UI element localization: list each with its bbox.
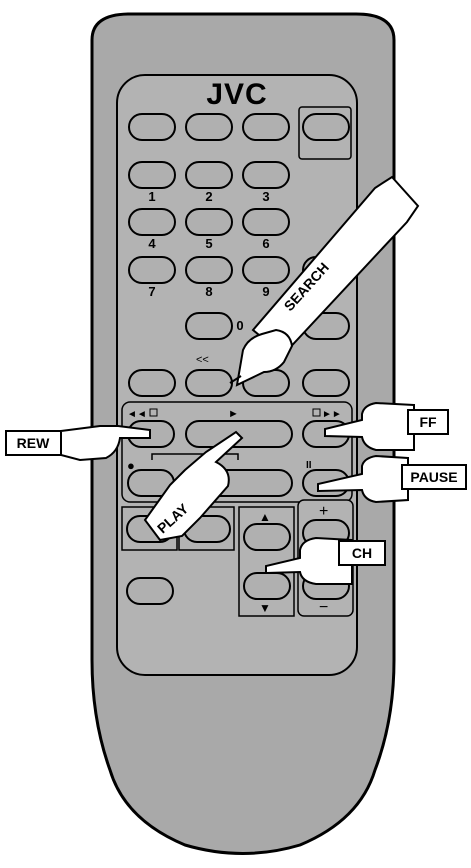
button-lower-3[interactable]: [126, 577, 174, 605]
pause-label: PAUSE: [410, 469, 457, 485]
button-top-1[interactable]: [128, 113, 176, 141]
search-callout: SEARCH: [229, 175, 420, 387]
pause-label-box: [401, 464, 467, 490]
rew-callout: REW: [5, 425, 151, 462]
ch-hand-icon: [265, 536, 353, 585]
play-symbol: ►: [228, 408, 239, 420]
digit-label-7: 7: [148, 284, 155, 299]
button-0[interactable]: [185, 312, 233, 340]
play-hand-icon: [143, 430, 244, 542]
button-down[interactable]: [243, 572, 291, 600]
up-arrow: ▲: [259, 510, 271, 524]
rew-label-box: [5, 430, 62, 456]
minus-symbol: −: [319, 599, 328, 616]
ff-hand-icon: [324, 401, 415, 451]
play-callout: PLAY: [143, 430, 244, 542]
ch-callout: CH: [265, 536, 386, 585]
digit-label-0: 0: [236, 318, 243, 333]
pause-callout: PAUSE: [317, 454, 467, 504]
button-search-rewind[interactable]: [185, 369, 233, 397]
down-arrow: ▼: [259, 601, 271, 615]
plus-symbol: +: [319, 503, 328, 520]
rewind-marks: <<: [196, 354, 209, 366]
button-top-2[interactable]: [185, 113, 233, 141]
record-symbol: ●: [127, 458, 135, 473]
digit-label-6: 6: [262, 236, 269, 251]
ch-label-box: [338, 540, 386, 566]
ff-label: FF: [419, 414, 437, 430]
button-7[interactable]: [128, 256, 176, 284]
rew-symbol: ◄◄: [127, 409, 147, 420]
digit-label-1: 1: [148, 189, 155, 204]
digit-label-9: 9: [262, 284, 269, 299]
pause-symbol: II: [306, 460, 312, 471]
button-2[interactable]: [185, 161, 233, 189]
button-power[interactable]: [302, 113, 350, 141]
record-bracket: [151, 453, 239, 460]
digit-label-2: 2: [205, 189, 212, 204]
ch-label: CH: [352, 545, 372, 561]
digit-label-3: 3: [262, 189, 269, 204]
digit-label-5: 5: [205, 236, 212, 251]
button-row6-1[interactable]: [128, 369, 176, 397]
digit-label-4: 4: [148, 236, 156, 251]
button-4[interactable]: [128, 208, 176, 236]
rew-mini-icon: [149, 408, 158, 417]
ff-mini-icon: [312, 408, 321, 417]
button-3[interactable]: [242, 161, 290, 189]
brand-logo: JVC: [206, 78, 267, 111]
ff-symbol: ►►: [322, 409, 342, 420]
button-9[interactable]: [242, 256, 290, 284]
button-row6-4[interactable]: [302, 369, 350, 397]
pause-hand-icon: [317, 454, 409, 504]
button-8[interactable]: [185, 256, 233, 284]
button-up[interactable]: [243, 523, 291, 551]
rew-label: REW: [17, 435, 50, 451]
button-1[interactable]: [128, 161, 176, 189]
search-pointer: [229, 375, 242, 384]
button-5[interactable]: [185, 208, 233, 236]
search-hand-icon: [235, 328, 294, 387]
ff-label-box: [407, 409, 449, 435]
button-6[interactable]: [242, 208, 290, 236]
rew-hand-icon: [60, 425, 151, 462]
ff-callout: FF: [324, 401, 449, 451]
button-top-3[interactable]: [242, 113, 290, 141]
digit-label-8: 8: [205, 284, 212, 299]
